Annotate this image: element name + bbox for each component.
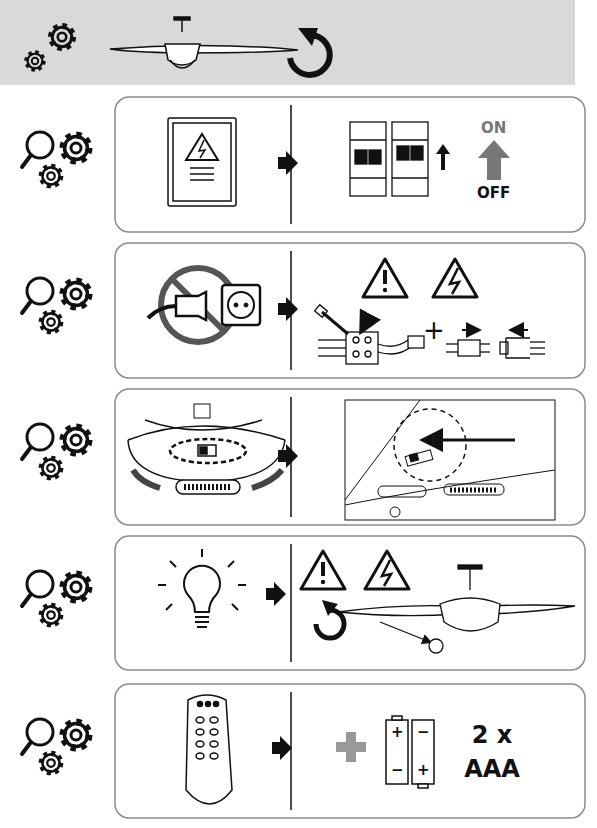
label-text: − xyxy=(391,762,404,779)
plus-symbol xyxy=(336,732,366,762)
no-plug-symbol xyxy=(148,268,260,342)
label-text: 2 x AAA xyxy=(459,718,525,786)
batteries xyxy=(386,716,434,788)
rotate-arrow xyxy=(316,610,344,638)
step-icons xyxy=(22,132,89,773)
light-bulb xyxy=(158,549,246,627)
step-panels xyxy=(115,97,585,818)
fan-base xyxy=(128,404,285,494)
label-text: − xyxy=(417,724,430,741)
label-text: + xyxy=(391,724,404,741)
label-text: + xyxy=(423,316,445,345)
fan-icon xyxy=(110,17,298,68)
on-arrow xyxy=(478,140,510,180)
label-text: + xyxy=(417,762,430,779)
label-text: OFF xyxy=(477,185,510,202)
step-arrows xyxy=(266,151,298,760)
header-bar xyxy=(0,0,575,85)
remote-control xyxy=(186,695,232,804)
up-arrow xyxy=(436,144,450,170)
distribution-box xyxy=(168,118,236,206)
fan-with-bulb xyxy=(338,565,575,653)
terminal-block xyxy=(315,305,424,364)
switch-detail xyxy=(345,400,555,520)
label-text: ON xyxy=(481,120,506,137)
circuit-breakers xyxy=(350,122,428,196)
plug-connectors xyxy=(446,330,545,358)
